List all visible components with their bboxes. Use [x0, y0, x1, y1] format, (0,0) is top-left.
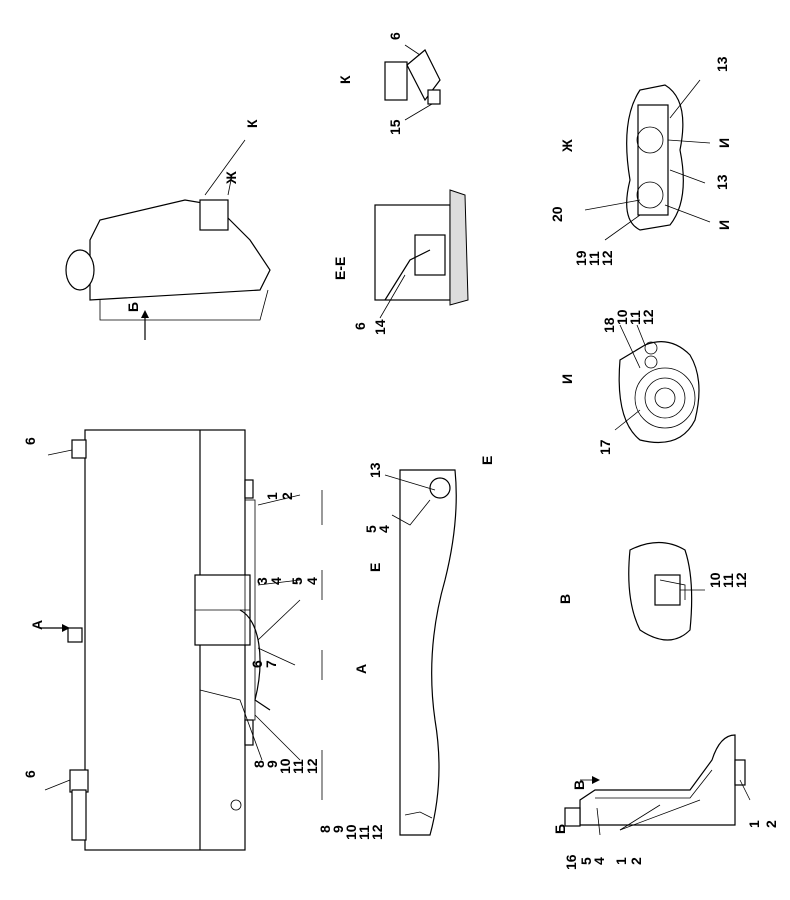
view-i-title: И	[559, 374, 575, 384]
section-e-e	[374, 189, 469, 319]
callout-6: 6	[22, 770, 38, 778]
arrow-head-icon	[141, 310, 149, 318]
callout-13: 13	[367, 462, 383, 478]
side-view-outline	[89, 199, 271, 301]
callout-11: 11	[356, 825, 372, 840]
callout-13: 13	[714, 56, 730, 72]
view-zh-title: Ж	[559, 139, 575, 153]
callout-1: 1	[746, 820, 762, 828]
view-zh	[584, 79, 711, 241]
callout-3: 3	[254, 577, 270, 585]
callout-8: 8	[251, 760, 267, 768]
callout-12: 12	[640, 309, 656, 325]
view-k-title: К	[337, 75, 353, 84]
callout-11: 11	[627, 310, 643, 325]
callout-4: 4	[376, 525, 392, 533]
view-v-title: В	[557, 594, 573, 604]
callout-4: 4	[268, 577, 284, 585]
section-e-marker: Е	[367, 563, 383, 572]
callout-15: 15	[387, 119, 403, 135]
callout-5: 5	[578, 857, 594, 865]
callout-9: 9	[330, 825, 346, 833]
top-fitting	[69, 769, 89, 793]
view-zh-marker: Ж	[223, 171, 239, 185]
view-v	[628, 541, 705, 641]
callout-12: 12	[733, 572, 749, 588]
callout-10: 10	[614, 309, 630, 325]
callout-2: 2	[628, 857, 644, 865]
main-view-labels: 6 6 А 1 2 3 4 5 4 6 7 8 9 10 11 12	[22, 437, 320, 778]
callout-17: 17	[597, 439, 613, 455]
section-e-marker: Е	[479, 456, 495, 465]
callout-12: 12	[304, 758, 320, 774]
arrow-head-icon	[592, 776, 600, 784]
callout-14: 14	[372, 319, 388, 335]
view-b-marker: Б	[125, 302, 141, 312]
callout-11: 11	[586, 251, 602, 266]
callout-2: 2	[763, 820, 779, 828]
callout-11: 11	[720, 573, 736, 588]
callout-i: И	[716, 220, 732, 230]
view-b	[564, 734, 751, 836]
view-i	[614, 324, 700, 444]
side-view	[65, 139, 271, 340]
main-view	[40, 429, 323, 851]
callout-16: 16	[563, 854, 579, 870]
callout-i: И	[716, 138, 732, 148]
view-v-marker: В	[571, 780, 587, 790]
callout-6: 6	[22, 437, 38, 445]
callout-12: 12	[369, 824, 385, 840]
view-k	[384, 44, 441, 121]
section-e-e-title: Е-Е	[332, 257, 348, 280]
callout-1: 1	[613, 857, 629, 865]
view-a-title: А	[353, 664, 369, 674]
callout-6: 6	[249, 660, 265, 668]
callout-20: 20	[549, 206, 565, 222]
callout-12: 12	[599, 250, 615, 266]
lamp-body	[71, 789, 87, 841]
callout-19: 19	[573, 250, 589, 266]
callout-5: 5	[363, 525, 379, 533]
lamp	[65, 249, 95, 291]
callout-4: 4	[591, 857, 607, 865]
callout-2: 2	[279, 492, 295, 500]
callout-10: 10	[707, 572, 723, 588]
view-k-marker: К	[244, 119, 260, 128]
callout-1: 1	[264, 492, 280, 500]
top-fitting	[71, 439, 87, 459]
callout-5: 5	[289, 577, 305, 585]
callout-6: 6	[352, 322, 368, 330]
callout-9: 9	[264, 760, 280, 768]
callout-7: 7	[263, 660, 279, 668]
arrow-head-icon	[62, 624, 70, 632]
callout-10: 10	[277, 758, 293, 774]
callout-11: 11	[290, 759, 306, 774]
callout-10: 10	[343, 824, 359, 840]
callout-8: 8	[317, 825, 333, 833]
view-a-label: А	[29, 620, 45, 630]
callout-4: 4	[304, 577, 320, 585]
view-a	[384, 469, 457, 836]
view-b-title: Б	[552, 824, 568, 834]
callout-13: 13	[714, 174, 730, 190]
top-connector	[67, 627, 83, 643]
callout-18: 18	[601, 317, 617, 333]
callout-6: 6	[387, 32, 403, 40]
